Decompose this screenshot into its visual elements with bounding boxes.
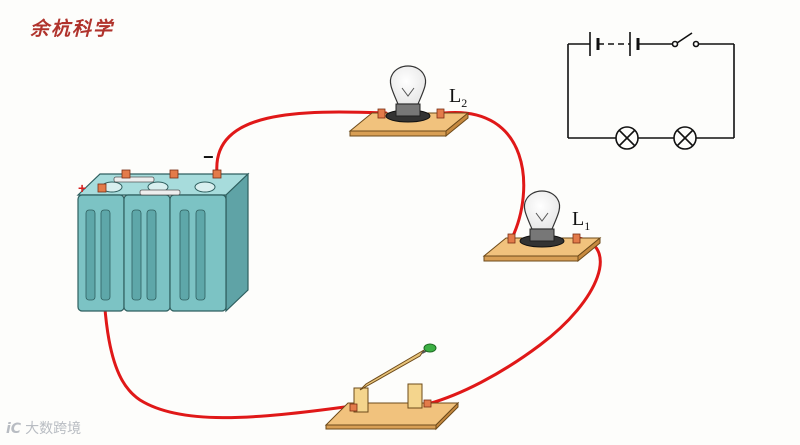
- lamp-l2-label: L2: [449, 85, 468, 110]
- knife-switch: [324, 343, 460, 431]
- watermark-text: 大数跨境: [25, 421, 82, 437]
- brand-title: 余杭科学: [30, 18, 115, 40]
- wire-lamp2-to-lamp1: [442, 111, 526, 240]
- positive-terminal-sign: +: [78, 180, 87, 196]
- watermark-logo: iC: [6, 421, 22, 437]
- negative-terminal-sign: −: [203, 147, 214, 167]
- bulb-icon: [523, 190, 561, 230]
- battery-terminals: [97, 169, 222, 193]
- lamp-l1-label: L1: [572, 208, 591, 233]
- lamp-l1: [482, 190, 602, 263]
- battery-pack: [76, 169, 250, 313]
- lamp-l2: [348, 65, 470, 138]
- wire-battery-neg-to-lamp2: [215, 110, 388, 175]
- circuit-schematic: [567, 32, 735, 150]
- bulb-icon: [389, 65, 427, 105]
- switch-icon: [359, 343, 437, 391]
- wire-lamp1-to-switch: [426, 236, 602, 406]
